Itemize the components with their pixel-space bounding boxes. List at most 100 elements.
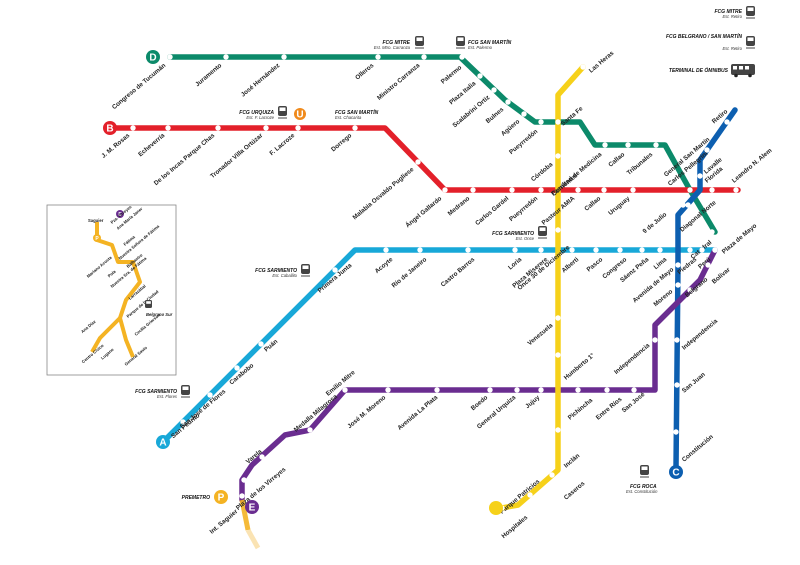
station-dot[interactable] xyxy=(442,187,448,193)
station-dot[interactable] xyxy=(555,352,561,358)
station-dot[interactable] xyxy=(602,142,608,148)
station-dot[interactable] xyxy=(709,187,715,193)
station-dot[interactable] xyxy=(580,64,586,70)
station-dot[interactable] xyxy=(421,54,427,60)
station-dot[interactable] xyxy=(569,247,575,253)
station-dot[interactable] xyxy=(549,472,555,478)
station-dot[interactable] xyxy=(239,493,245,499)
station-dot[interactable] xyxy=(332,267,338,273)
station-dot[interactable] xyxy=(477,73,483,79)
station-dot[interactable] xyxy=(555,119,561,125)
station-dot[interactable] xyxy=(505,99,511,105)
station-dot[interactable] xyxy=(385,387,391,393)
station-dot[interactable] xyxy=(512,247,518,253)
station-dot[interactable] xyxy=(699,247,705,253)
station-dot[interactable] xyxy=(630,187,636,193)
station-dot[interactable] xyxy=(281,54,287,60)
line-b-track[interactable] xyxy=(107,125,741,193)
station-dot[interactable] xyxy=(724,119,730,125)
station-dot[interactable] xyxy=(263,125,269,131)
station-dot[interactable] xyxy=(687,287,693,293)
station-dot[interactable] xyxy=(617,247,623,253)
station-dot[interactable] xyxy=(705,262,711,268)
station-dot[interactable] xyxy=(487,387,493,393)
station-dot[interactable] xyxy=(514,387,520,393)
station-dot[interactable] xyxy=(165,125,171,131)
station-dot[interactable] xyxy=(555,315,561,321)
station-dot[interactable] xyxy=(675,282,681,288)
station-dot[interactable] xyxy=(491,87,497,93)
station-dot[interactable] xyxy=(342,387,348,393)
station-dot[interactable] xyxy=(639,247,645,253)
station-label: Callao xyxy=(583,195,602,213)
station-dot[interactable] xyxy=(509,187,515,193)
line-c-badge[interactable] xyxy=(669,465,683,479)
station-dot[interactable] xyxy=(459,54,465,60)
station-dot[interactable] xyxy=(383,247,389,253)
station-dot[interactable] xyxy=(234,365,240,371)
line-a-track[interactable] xyxy=(160,247,718,445)
station-dot[interactable] xyxy=(417,247,423,253)
station-dot[interactable] xyxy=(241,477,247,483)
premetro-track[interactable] xyxy=(239,499,251,531)
station-dot[interactable] xyxy=(604,387,610,393)
line-a-badge[interactable] xyxy=(156,435,170,449)
station-dot[interactable] xyxy=(709,229,715,235)
station-dot[interactable] xyxy=(593,247,599,253)
station-dot[interactable] xyxy=(575,387,581,393)
station-dot[interactable] xyxy=(575,187,581,193)
station-dot[interactable] xyxy=(673,429,679,435)
station-dot[interactable] xyxy=(555,227,561,233)
station-dot[interactable] xyxy=(687,187,693,193)
station-dot[interactable] xyxy=(657,247,663,253)
station-dot[interactable] xyxy=(562,165,568,171)
line-b-badge[interactable] xyxy=(103,121,117,135)
station-dot[interactable] xyxy=(538,119,544,125)
station-dot[interactable] xyxy=(259,454,265,460)
station-dot[interactable] xyxy=(675,262,681,268)
station-dot[interactable] xyxy=(555,427,561,433)
station-dot[interactable] xyxy=(680,202,686,208)
station-dot[interactable] xyxy=(538,247,544,253)
station-dot[interactable] xyxy=(674,382,680,388)
station-dot[interactable] xyxy=(180,419,186,425)
line-e-badge[interactable] xyxy=(245,500,259,514)
premetro-badge[interactable] xyxy=(214,490,228,504)
station-dot[interactable] xyxy=(538,387,544,393)
station-dot[interactable] xyxy=(712,247,718,253)
station-dot[interactable] xyxy=(215,125,221,131)
station-dot[interactable] xyxy=(470,187,476,193)
line-d-track[interactable] xyxy=(167,54,718,235)
station-dot[interactable] xyxy=(601,187,607,193)
station-dot[interactable] xyxy=(653,142,659,148)
station-dot[interactable] xyxy=(538,187,544,193)
line-h-track[interactable] xyxy=(499,64,586,511)
station-dot[interactable] xyxy=(697,173,703,179)
station-dot[interactable] xyxy=(465,247,471,253)
station-dot[interactable] xyxy=(295,125,301,131)
station-dot[interactable] xyxy=(527,492,533,498)
station-dot[interactable] xyxy=(130,125,136,131)
station-dot[interactable] xyxy=(652,337,658,343)
line-u-badge[interactable] xyxy=(294,108,306,120)
station-dot[interactable] xyxy=(704,147,710,153)
station-dot[interactable] xyxy=(223,54,229,60)
station-dot[interactable] xyxy=(685,202,691,208)
station-dot[interactable] xyxy=(352,125,358,131)
station-dot[interactable] xyxy=(674,337,680,343)
station-dot[interactable] xyxy=(207,392,213,398)
station-dot[interactable] xyxy=(415,159,421,165)
station-dot[interactable] xyxy=(687,247,693,253)
station-dot[interactable] xyxy=(733,187,739,193)
station-dot[interactable] xyxy=(625,142,631,148)
station-dot[interactable] xyxy=(434,387,440,393)
station-dot[interactable] xyxy=(555,153,561,159)
station-dot[interactable] xyxy=(521,111,527,117)
station-dot[interactable] xyxy=(375,54,381,60)
line-d-badge[interactable] xyxy=(146,50,160,64)
line-h-badge[interactable] xyxy=(489,501,503,515)
station-dot[interactable] xyxy=(307,427,313,433)
station-dot[interactable] xyxy=(631,387,637,393)
station-dot[interactable] xyxy=(167,54,173,60)
station-dot[interactable] xyxy=(258,341,264,347)
